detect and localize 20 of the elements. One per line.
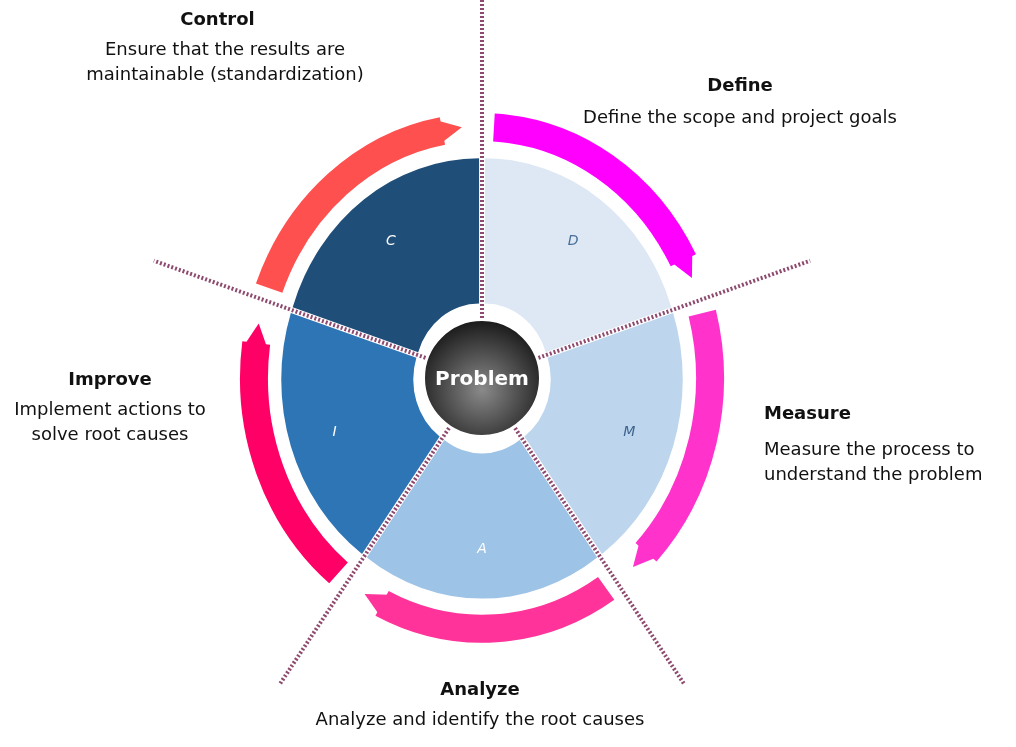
center-circle: [423, 319, 541, 437]
phase-description: Define the scope and project goals: [582, 105, 898, 129]
pie-segment: [366, 439, 598, 599]
segment-letter: I: [332, 422, 337, 439]
pie-segment: [292, 158, 480, 353]
segment-letter: D: [567, 232, 579, 249]
node-label: Problem: [435, 366, 529, 390]
pie-segment: [484, 158, 672, 353]
phase-description: Measure the process to understand the problem: [764, 437, 984, 487]
phase-heading: Define: [706, 73, 774, 97]
segment-letter: C: [386, 232, 396, 249]
segment-letter: M: [623, 422, 636, 439]
phase-heading: Measure: [764, 401, 852, 425]
segment-letter: A: [477, 540, 487, 556]
phase-description: Analyze and identify the root causes: [314, 707, 646, 731]
phase-heading: Analyze: [439, 677, 521, 701]
phase-description: Ensure that the results are maintainable (standardization): [85, 37, 365, 87]
phase-description: Implement actions to solve root causes: [13, 397, 207, 447]
phase-heading: Improve: [67, 367, 153, 391]
phase-heading: Control: [179, 7, 256, 31]
